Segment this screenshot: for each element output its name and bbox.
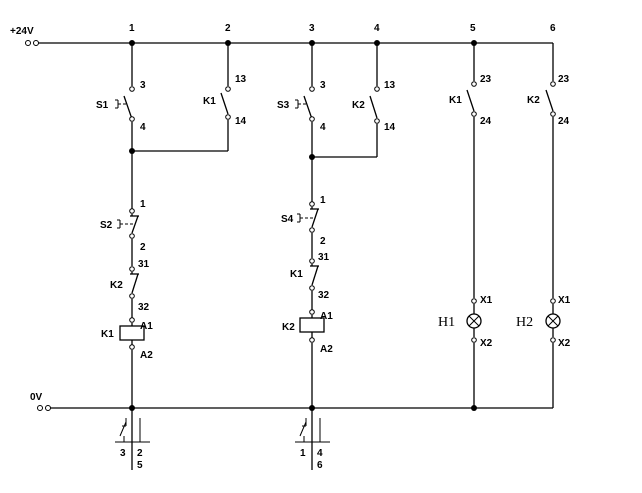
contact-label: K2 bbox=[110, 280, 123, 291]
terminal-label: A1 bbox=[140, 321, 153, 332]
contact-label: K1 bbox=[449, 95, 462, 106]
terminal-label: 13 bbox=[235, 74, 247, 85]
positive-rail-label: +24V bbox=[10, 26, 34, 37]
rung-1: S1 3 4 S2 1 2 K2 31 32 bbox=[96, 43, 228, 471]
crossref-label: 3 bbox=[120, 448, 126, 459]
terminal-label: 3 bbox=[320, 80, 326, 91]
terminal-label: X1 bbox=[558, 295, 571, 306]
negative-rail-label: 0V bbox=[30, 392, 43, 403]
contact-label: S4 bbox=[281, 214, 294, 225]
rung-4: K2 13 14 bbox=[352, 43, 396, 157]
terminal-label: A2 bbox=[140, 350, 153, 361]
positive-terminal-2 bbox=[33, 40, 39, 46]
lamp-icon bbox=[466, 313, 482, 329]
terminal-label: X1 bbox=[480, 295, 493, 306]
terminal-label: 24 bbox=[558, 116, 570, 127]
column-number: 3 bbox=[309, 23, 315, 34]
lamp-label: H2 bbox=[516, 315, 533, 330]
terminal-label: 2 bbox=[320, 236, 326, 247]
terminal-label: 14 bbox=[384, 122, 396, 133]
terminal-label: X2 bbox=[480, 338, 493, 349]
column-number: 4 bbox=[374, 23, 380, 34]
terminal-label: 13 bbox=[384, 80, 396, 91]
negative-terminal-2 bbox=[45, 405, 51, 411]
coil-label: K1 bbox=[101, 329, 114, 340]
crossref-label: 5 bbox=[137, 460, 143, 471]
terminal-label: 14 bbox=[235, 116, 247, 127]
rung-6: K2 23 24 H2 X1 X2 bbox=[516, 43, 571, 408]
terminal-label: 3 bbox=[140, 80, 146, 91]
terminal-label: 4 bbox=[320, 122, 326, 133]
terminal-label: 2 bbox=[140, 242, 146, 253]
terminal-label: A2 bbox=[320, 344, 333, 355]
contact-label: S2 bbox=[100, 220, 113, 231]
lamp-icon bbox=[545, 313, 561, 329]
positive-terminal bbox=[25, 40, 31, 46]
crossref-label: 2 bbox=[137, 448, 143, 459]
rung-5: K1 23 24 H1 X1 X2 bbox=[438, 43, 493, 408]
terminal-label: A1 bbox=[320, 311, 333, 322]
column-number: 2 bbox=[225, 23, 231, 34]
contact-label: K1 bbox=[290, 269, 303, 280]
contact-label: K2 bbox=[352, 100, 365, 111]
contact-label: K1 bbox=[203, 96, 216, 107]
terminal-label: 1 bbox=[140, 199, 146, 210]
coil-label: K2 bbox=[282, 322, 295, 333]
contact-label: S1 bbox=[96, 100, 109, 111]
terminal-label: 23 bbox=[480, 74, 492, 85]
crossref-label: 4 bbox=[317, 448, 323, 459]
terminal-label: 32 bbox=[138, 302, 150, 313]
terminal-label: 31 bbox=[318, 252, 330, 263]
contact-label: S3 bbox=[277, 100, 290, 111]
terminal-label: 23 bbox=[558, 74, 570, 85]
rung-3: S3 3 4 S4 1 2 K1 31 32 bbox=[277, 43, 377, 471]
crossref-label: 6 bbox=[317, 460, 323, 471]
column-number: 5 bbox=[470, 23, 476, 34]
terminal-label: 1 bbox=[320, 195, 326, 206]
rung-2: K1 13 14 bbox=[203, 43, 247, 151]
contact-label: K2 bbox=[527, 95, 540, 106]
terminal-label: 32 bbox=[318, 290, 330, 301]
terminal-label: 31 bbox=[138, 259, 150, 270]
column-number: 1 bbox=[129, 23, 135, 34]
lamp-label: H1 bbox=[438, 315, 455, 330]
terminal-label: 24 bbox=[480, 116, 492, 127]
negative-terminal bbox=[37, 405, 43, 411]
column-number: 6 bbox=[550, 23, 556, 34]
crossref-label: 1 bbox=[300, 448, 306, 459]
terminal-label: X2 bbox=[558, 338, 571, 349]
terminal-label: 4 bbox=[140, 122, 146, 133]
